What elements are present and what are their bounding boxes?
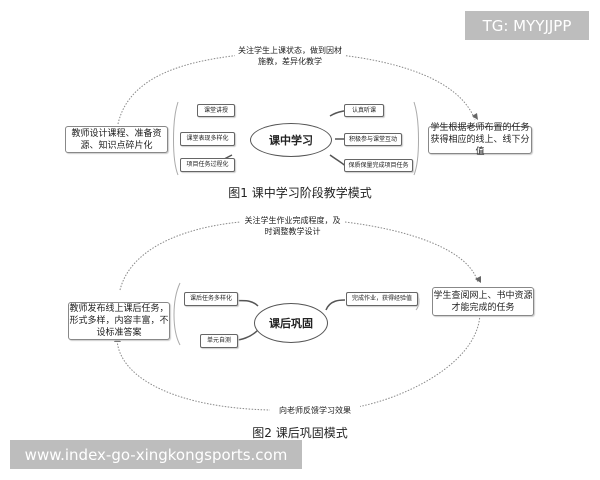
fig1-arc-right (339, 54, 476, 121)
label-line: 关注学生作业完成程度，及 (244, 216, 341, 225)
fig2-bottom-label: 向老师反馈学习效果 (270, 405, 360, 416)
label-line: 时调整教学设计 (264, 227, 321, 236)
fig1-center-node: 课中学习 (250, 123, 332, 157)
fig2-right-box: 学生查阅网上、书中资源才能完成的任务 (432, 287, 534, 316)
fig2-caption: 图2 课后巩固模式 (252, 426, 348, 440)
fig1-left-box: 教师设计课程、准备资源、知识点碎片化 (65, 126, 168, 153)
fig1-left-item: 课堂表现多样化 (180, 132, 235, 146)
watermark-bottom-left: www.index-go-xingkongsports.com (10, 440, 302, 469)
fig2-arc-top-left (119, 221, 241, 291)
label-line: 关注学生上课状态，做到因材 (238, 46, 342, 55)
fig2-right-item: 完成作业，获得经验值 (346, 292, 418, 306)
fig1-left-item: 项目任务过程化 (180, 158, 235, 172)
fig1-right-item: 保质保量完成项目任务 (344, 159, 413, 172)
fig1-top-label: 关注学生上课状态，做到因材施教，差异化教学 (235, 45, 345, 67)
fig2-arc-top-right (344, 221, 479, 284)
fig1-right-item: 认真听课 (344, 104, 384, 117)
fig2-center-node: 课后巩固 (254, 303, 328, 343)
fig2-top-label: 关注学生作业完成程度，及时调整教学设计 (240, 215, 345, 237)
fig1-caption: 图1 课中学习阶段教学模式 (228, 186, 372, 200)
watermark-top-right: TG: MYYJJPP (465, 11, 589, 40)
fig1-left-item: 课堂讲授 (197, 104, 235, 117)
fig1-right-item: 积极参与课堂互动 (344, 133, 402, 146)
fig1-right-box: 学生根据老师布置的任务获得相应的线上、线下分值 (428, 123, 532, 157)
fig2-left-item: 单元自测 (200, 334, 238, 348)
fig2-left-item: 课后任务多样化 (184, 292, 238, 306)
fig1-arc-left (117, 54, 241, 125)
label-line: 施教，差异化教学 (258, 57, 322, 66)
fig2-left-box: 教师发布线上课后任务，形式多样，内容丰富，不设标准答案 (68, 302, 170, 340)
